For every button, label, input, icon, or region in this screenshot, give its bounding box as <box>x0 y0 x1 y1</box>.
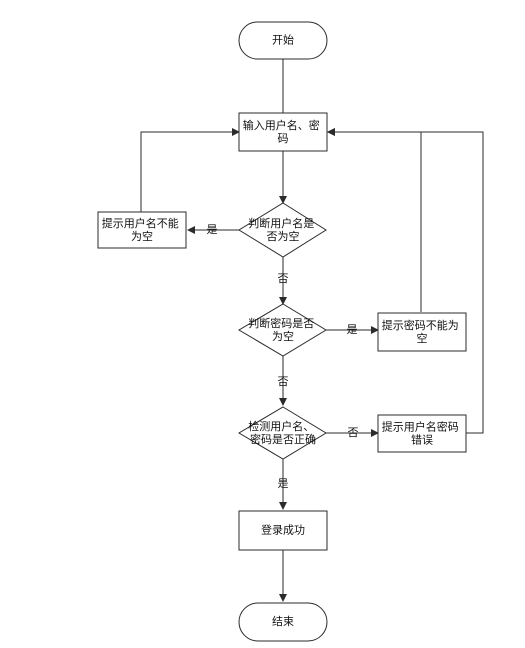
edge-label-verify-no: 否 <box>348 426 359 439</box>
node-end-label: 结束 <box>272 615 294 628</box>
node-login-success: 登录成功 <box>238 510 328 551</box>
node-end-label-line: 结束 <box>272 615 294 628</box>
node-end: 结束 <box>238 602 328 642</box>
node-login-success-label-line: 登录成功 <box>261 523 305 537</box>
edge-label-password-yes: 是 <box>347 323 358 336</box>
node-check-password-label-line-1: 判断密码是否 <box>248 316 314 330</box>
edges <box>140 59 484 602</box>
edge-username-msg-back-to-input <box>140 128 240 212</box>
node-login-success-label: 登录成功 <box>261 523 305 537</box>
node-check-username-label: 判断用户名是 否为空 <box>248 216 318 243</box>
edge-label-verify-yes: 是 <box>278 477 289 490</box>
edge-password-msg-back-to-input <box>327 128 422 312</box>
node-input-label: 输入用户名、密 码 <box>243 118 324 145</box>
node-username-empty-message-label-line-1: 提示用户名不能 <box>102 216 179 230</box>
node-password-empty-message: 提示密码不能为 空 <box>377 312 467 352</box>
node-input: 输入用户名、密 码 <box>238 112 328 152</box>
node-verify-credentials-label-line-1: 检测用户名、 <box>248 419 314 433</box>
node-check-password-label-line-2: 为空 <box>272 329 294 343</box>
node-start-label-line: 开始 <box>272 33 294 47</box>
node-verify-credentials: 检测用户名、 密码是否正确 <box>238 406 327 460</box>
node-start: 开始 <box>238 21 328 60</box>
node-check-username: 判断用户名是 否为空 <box>238 202 327 258</box>
edge-label-username-no: 否 <box>278 272 289 285</box>
node-credentials-error-message-label-line-2: 错误 <box>411 433 433 447</box>
edge-labels: 是 否 是 否 否 是 <box>207 223 359 490</box>
node-password-empty-message-label-line-1: 提示密码不能为 <box>382 318 459 332</box>
node-check-username-label-line-1: 判断用户名是 <box>248 216 314 230</box>
node-username-empty-message-label-line-2: 为空 <box>131 229 153 243</box>
node-verify-credentials-label: 检测用户名、 密码是否正确 <box>248 419 318 446</box>
edge-credentials-msg-back-to-input <box>327 128 484 434</box>
node-check-password: 判断密码是否 为空 <box>238 303 327 357</box>
node-credentials-error-message: 提示用户名密码 错误 <box>377 414 467 453</box>
node-password-empty-message-label: 提示密码不能为 空 <box>382 318 463 345</box>
node-credentials-error-message-label-line-1: 提示用户名密码 <box>382 420 459 434</box>
node-username-empty-message: 提示用户名不能 为空 <box>97 211 187 249</box>
node-check-username-label-line-2: 否为空 <box>267 229 300 243</box>
node-username-empty-message-label: 提示用户名不能 为空 <box>102 216 183 243</box>
node-start-label: 开始 <box>272 33 294 47</box>
node-verify-credentials-label-line-2: 密码是否正确 <box>250 432 316 446</box>
node-check-password-label: 判断密码是否 为空 <box>248 316 318 343</box>
edge-label-username-yes: 是 <box>207 223 218 236</box>
node-input-label-line-1: 输入用户名、密 <box>243 118 320 132</box>
node-input-label-line-2: 码 <box>278 132 289 145</box>
edge-label-password-no: 否 <box>278 375 289 388</box>
node-credentials-error-message-label: 提示用户名密码 错误 <box>382 420 463 447</box>
node-password-empty-message-label-line-2: 空 <box>417 331 428 345</box>
